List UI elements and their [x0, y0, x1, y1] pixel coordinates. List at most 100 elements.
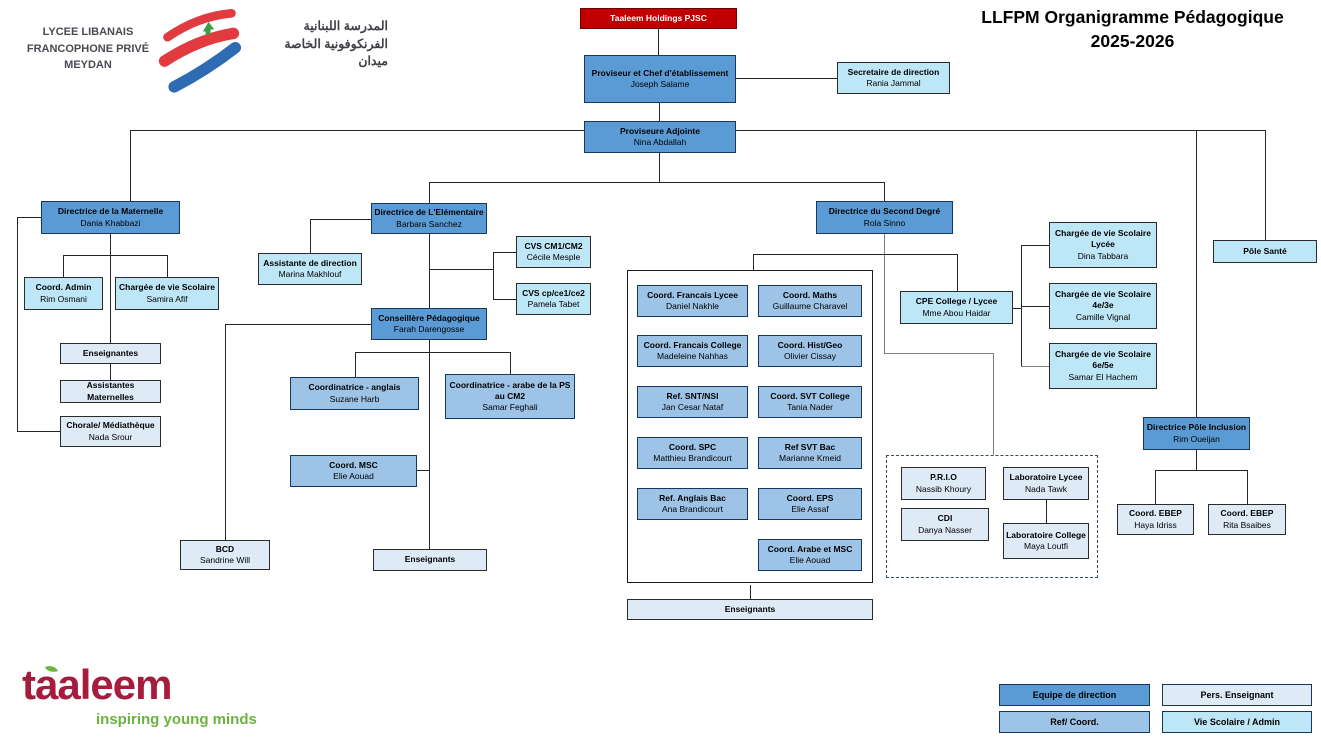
- node-title: Coord. EPS: [786, 492, 834, 503]
- node-prio: P.R.I.O Nassib Khoury: [901, 467, 986, 500]
- resources-dashed-frame: [886, 455, 1098, 578]
- connector-line: [993, 353, 994, 455]
- page-title-line1: LLFPM Organigramme Pédagogique: [981, 7, 1284, 27]
- connector-line: [658, 28, 659, 55]
- school-name-line1: LYCEE LIBANAIS: [42, 26, 134, 38]
- node-title: Chargée de vie Scolaire: [119, 282, 215, 293]
- node-title: Ref. SNT/NSI: [666, 390, 719, 401]
- connector-line: [736, 78, 837, 79]
- node-coord-svt-college: Coord. SVT College Tania Nader: [758, 386, 862, 418]
- node-person: Jan Cesar Nataf: [661, 402, 724, 412]
- node-person: Rania Jammal: [866, 78, 921, 88]
- node-title: Assistante de direction: [263, 257, 357, 268]
- taaleem-logo: taaleem: [22, 661, 172, 708]
- connector-line: [1013, 308, 1021, 309]
- node-bcd: BCD Sandrine Will: [180, 540, 270, 570]
- connector-line: [1196, 450, 1197, 470]
- node-person: Elie Aouad: [789, 555, 831, 565]
- node-title: Taaleem Holdings PJSC: [610, 12, 707, 23]
- connector-line: [310, 219, 371, 220]
- node-enseignantes: Enseignantes: [60, 343, 161, 364]
- node-person: Samar El Hachem: [1068, 371, 1138, 382]
- node-title: Coordinatrice - arabe de la PS au CM2: [449, 379, 571, 401]
- node-person: Maya Loutfi: [1024, 541, 1068, 551]
- node-person: Daniel Nakhle: [666, 301, 719, 311]
- node-cvs-6e-5e: Chargée de vie Scolaire 6e/5e Samar El H…: [1049, 343, 1157, 389]
- node-title: Chargée de vie Scolaire 4e/3e: [1055, 289, 1151, 311]
- node-person: Marianne Kmeid: [779, 453, 841, 463]
- connector-line: [1046, 500, 1047, 523]
- node-title: Enseignants: [404, 554, 456, 565]
- connector-line: [750, 585, 751, 599]
- node-directrice-pole-inclusion: Directrice Pôle Inclusion Rim Oueijan: [1143, 417, 1250, 450]
- node-title: Directrice de L'Elémentaire: [374, 207, 484, 218]
- node-title: Ref. Anglais Bac: [659, 492, 726, 503]
- connector-line: [659, 103, 660, 121]
- connector-line: [17, 431, 60, 432]
- node-title: Proviseure Adjointe: [620, 125, 700, 136]
- node-person: Nada Tawk: [1025, 483, 1067, 494]
- connector-line: [429, 182, 884, 183]
- second-degre-coordinators-frame: [627, 270, 873, 583]
- node-title: Coord. Admin: [35, 282, 92, 293]
- node-coord-admin: Coord. Admin Rim Osmani: [24, 277, 103, 310]
- node-ref-anglais-bac: Ref. Anglais Bac Ana Brandicourt: [637, 488, 748, 520]
- connector-line: [884, 353, 993, 354]
- school-name-arabic: المدرسة اللبنانية الفرنكوفونية الخاصة مي…: [238, 18, 388, 71]
- connector-line: [1265, 130, 1266, 240]
- node-person: Madeleine Nahhas: [657, 351, 728, 361]
- node-person: Nada Srour: [88, 431, 133, 442]
- connector-line: [130, 130, 584, 131]
- node-person: Dania Khabbazi: [80, 217, 141, 228]
- node-title: CPE College / Lycee: [915, 296, 998, 307]
- connector-line: [493, 299, 516, 300]
- node-directrice-maternelle: Directrice de la Maternelle Dania Khabba…: [41, 201, 180, 234]
- node-title: Enseignantes: [82, 347, 139, 358]
- node-title: Coord. Hist/Geo: [777, 339, 843, 350]
- node-proviseure-adjointe: Proviseure Adjointe Nina Abdallah: [584, 121, 736, 153]
- connector-line: [110, 364, 111, 380]
- node-coord-ebep-haya: Coord. EBEP Haya Idriss: [1117, 504, 1194, 535]
- node-assistantes-maternelles: Assistantes Maternelles: [60, 380, 161, 403]
- node-title: Coord. EBEP: [1129, 508, 1182, 519]
- node-title: Pôle Santé: [1243, 245, 1287, 256]
- node-person: Camille Vignal: [1075, 311, 1131, 322]
- node-title: Chorale/ Médiathèque: [66, 420, 155, 431]
- node-title: Ref SVT Bac: [784, 441, 836, 452]
- connector-line: [1021, 245, 1022, 366]
- connector-line: [310, 219, 311, 253]
- node-proviseur: Proviseur et Chef d'établissement Joseph…: [584, 55, 736, 103]
- node-title: Coord. Francais Lycee: [647, 289, 738, 300]
- connector-line: [659, 153, 660, 182]
- connector-line: [167, 255, 168, 277]
- node-title: CVS cp/ce1/ce2: [522, 287, 585, 298]
- school-name-arabic-line1: المدرسة اللبنانية: [303, 19, 388, 33]
- page-title: LLFPM Organigramme Pédagogique 2025-2026: [950, 6, 1315, 53]
- node-person: Dina Tabbara: [1077, 250, 1129, 261]
- node-person: Elie Assaf: [791, 504, 829, 514]
- node-person: Pamela Tabet: [527, 299, 580, 309]
- node-person: Rola Sinno: [863, 217, 906, 228]
- node-coord-francais-lycee: Coord. Francais Lycee Daniel Nakhle: [637, 285, 748, 317]
- node-person: Cécile Mesple: [526, 252, 581, 262]
- node-title: Coord. Francais College: [643, 339, 742, 350]
- connector-line: [130, 130, 131, 201]
- node-enseignants-elementaire: Enseignants: [373, 549, 487, 571]
- node-coord-hist-geo: Coord. Hist/Geo Olivier Cissay: [758, 335, 862, 367]
- node-title: CDI: [937, 513, 953, 524]
- legend-equipe-direction: Equipe de direction: [999, 684, 1150, 706]
- connector-line: [429, 340, 430, 549]
- node-title: CVS CM1/CM2: [524, 240, 583, 251]
- node-title: Conseillère Pédagogique: [378, 312, 480, 323]
- node-title: Coord. MSC: [329, 459, 378, 470]
- node-cpe-college-lycee: CPE College / Lycee Mme Abou Haidar: [900, 291, 1013, 324]
- node-coord-francais-college: Coord. Francais College Madeleine Nahhas: [637, 335, 748, 367]
- node-title: BCD: [215, 543, 235, 554]
- node-coord-spc: Coord. SPC Matthieu Brandicourt: [637, 437, 748, 469]
- node-person: Farah Darengosse: [393, 324, 465, 334]
- node-person: Tania Nader: [787, 402, 833, 412]
- school-name: LYCEE LIBANAIS FRANCOPHONE PRIVÉ MEYDAN: [16, 24, 160, 74]
- school-name-arabic-line3: ميدان: [358, 54, 388, 68]
- connector-line: [17, 217, 18, 431]
- node-title: Directrice de la Maternelle: [57, 206, 164, 217]
